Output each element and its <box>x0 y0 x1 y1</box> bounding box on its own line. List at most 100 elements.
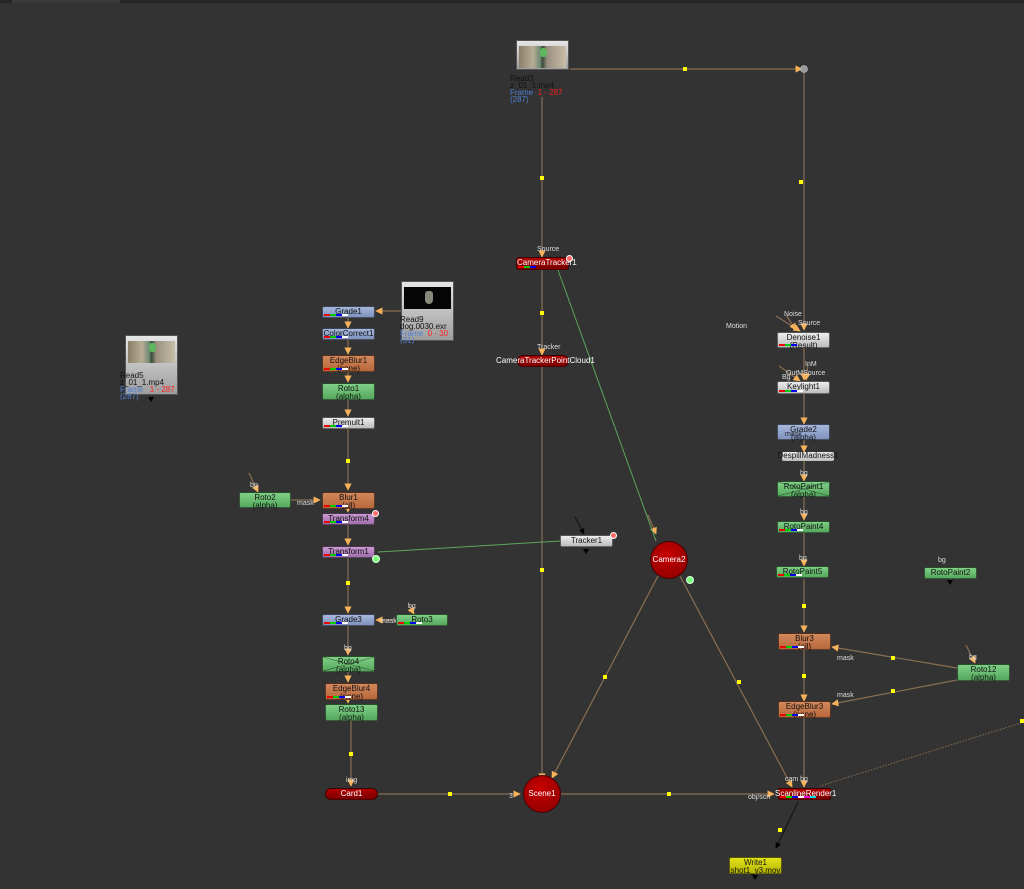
top-bar <box>0 0 1024 3</box>
node-edgeblur1[interactable]: EdgeBlur1(none) <box>322 355 375 373</box>
edgeblur3-label: EdgeBlur3 <box>785 702 824 711</box>
pipe-dot[interactable] <box>891 656 895 660</box>
pipe-dot[interactable] <box>540 176 544 180</box>
pipe-dot[interactable] <box>1020 719 1024 723</box>
node-read9[interactable] <box>401 281 454 341</box>
read5-file: z_01_1.mp4 <box>120 378 165 387</box>
pipe-dot[interactable] <box>737 680 741 684</box>
node-tracker1[interactable]: Tracker1 <box>560 535 613 547</box>
input-label-obj-scn: obj/scn <box>748 794 771 801</box>
grade2-sub: (alpha) <box>791 433 816 442</box>
node-card1[interactable]: Card1 <box>325 788 378 800</box>
roto2-sub: (alpha) <box>252 501 278 510</box>
node-read3[interactable] <box>516 40 569 70</box>
pipe-dot[interactable] <box>540 568 544 572</box>
rotopaint2-output-arrow <box>947 580 953 585</box>
cameratracker1-badge <box>566 255 573 262</box>
node-grade2[interactable]: Grade2(alpha) <box>777 424 830 442</box>
input-label-source: Source <box>537 246 560 253</box>
node-rotopaint2[interactable]: RotoPaint2 <box>924 567 977 579</box>
pipe-dot[interactable] <box>346 459 350 463</box>
pipe-dot[interactable] <box>802 674 806 678</box>
pipe-dot[interactable] <box>448 792 452 796</box>
channel-indicator <box>324 521 350 523</box>
input-label-mask: mask <box>785 431 802 438</box>
pipe-dot[interactable] <box>349 752 353 756</box>
node-grade3[interactable]: Grade3 <box>322 614 375 626</box>
pipe-camera-scanline <box>679 575 793 788</box>
input-label-img: img <box>346 777 358 784</box>
pipe-dot[interactable] <box>603 675 607 679</box>
input-label-3: 3 <box>509 793 513 800</box>
pipe-dot[interactable] <box>346 581 350 585</box>
node-blur3[interactable]: Blur3(all) <box>778 633 831 651</box>
node-edgeblur4[interactable]: EdgeBlur4(none) <box>325 683 378 701</box>
input-label-bg: bg <box>344 645 352 652</box>
node-cameratrackerpointcloud1[interactable]: CameraTrackerPointCloud1 <box>496 355 595 367</box>
node-premult1[interactable]: Premult1 <box>322 417 375 429</box>
channel-indicator <box>779 344 805 346</box>
camera2-link-dot <box>686 576 694 584</box>
node-roto3[interactable]: Roto3 <box>396 614 448 626</box>
node-transform1[interactable]: Transform1 <box>322 546 375 558</box>
node-grade1[interactable]: Grade1 <box>322 306 375 318</box>
edgeblur4-label: EdgeBlur4 <box>332 684 371 693</box>
node-blur1[interactable]: Blur1(all) <box>322 492 375 510</box>
panel-tab[interactable] <box>12 0 120 3</box>
pipe-dot[interactable] <box>667 792 671 796</box>
denoise1-sub: (Result) <box>789 341 818 350</box>
node-cameratracker1[interactable]: CameraTracker1 <box>516 257 577 270</box>
node-despillmadness1[interactable]: DespillMadness1 <box>778 452 838 461</box>
dot-node <box>800 65 808 73</box>
channel-indicator <box>324 368 350 370</box>
node-edgeblur3[interactable]: EdgeBlur3(none) <box>778 701 831 719</box>
node-roto4[interactable]: Roto4(alpha) <box>322 656 375 674</box>
node-camera2[interactable]: Camera2 <box>650 541 688 579</box>
node-roto12[interactable]: Roto12(alpha) <box>957 664 1010 682</box>
read3-range: 1 - 287 <box>537 88 563 97</box>
node-colorcorrect1[interactable]: ColorCorrect1 <box>322 328 375 340</box>
node-keylight1[interactable]: Keylight1 <box>777 381 830 394</box>
camera2-label: Camera2 <box>652 555 686 564</box>
write1-output-arrow <box>752 875 758 880</box>
node-rotopaint4[interactable]: RotoPaint4 <box>777 521 830 533</box>
transform4-label: Transform4 <box>328 514 369 523</box>
node-rotopaint5[interactable]: RotoPaint5 <box>776 566 829 578</box>
rotopaint5-label: RotoPaint5 <box>782 567 823 576</box>
pipe-dot[interactable] <box>802 604 806 608</box>
channel-indicator <box>324 336 350 338</box>
scanlinerender1-label: ScanlineRender1 <box>775 789 837 798</box>
channel-indicator <box>778 574 804 576</box>
pipe-dot[interactable] <box>799 180 803 184</box>
node-roto13[interactable]: Roto13(alpha) <box>325 704 378 722</box>
roto12-label: Roto12 <box>970 665 997 674</box>
read5-range: 1 - 287 <box>149 385 175 394</box>
write1-sub: shot1_v3.mov <box>730 866 781 875</box>
read3-thumbnail <box>519 46 566 68</box>
tracker1-badge <box>610 532 617 539</box>
node-scene1[interactable]: Scene1 <box>523 775 561 813</box>
input-label-inm: InM <box>805 361 817 368</box>
node-transform4[interactable]: Transform4 <box>322 513 375 525</box>
roto1-sub: (alpha) <box>336 392 361 401</box>
cameratrackerpointcloud1-label: CameraTrackerPointCloud1 <box>496 356 595 365</box>
input-label-mask: mask <box>837 692 854 699</box>
input-label-bg: bg <box>799 555 807 562</box>
roto4-label: Roto4 <box>337 657 360 666</box>
grade1-label: Grade1 <box>335 307 362 316</box>
node-denoise1[interactable]: Denoise1(Result) <box>777 332 830 350</box>
edgeblur1-label: EdgeBlur1 <box>329 356 368 365</box>
node-roto1[interactable]: Roto1(alpha) <box>322 383 375 401</box>
node-scanlinerender1[interactable]: ScanlineRender1 <box>775 788 837 800</box>
node-rotopaint1[interactable]: RotoPaint1(alpha) <box>777 481 830 499</box>
pipe-dot[interactable] <box>778 828 782 832</box>
read5-name: Read5 <box>120 371 144 380</box>
pipe-dot[interactable] <box>891 689 895 693</box>
node-roto2[interactable]: Roto2(alpha) <box>239 492 291 510</box>
pipe-dot[interactable] <box>683 67 687 71</box>
node-read5[interactable] <box>125 335 178 395</box>
pipe-dot[interactable] <box>540 311 544 315</box>
roto4-sub: (alpha) <box>336 665 361 674</box>
